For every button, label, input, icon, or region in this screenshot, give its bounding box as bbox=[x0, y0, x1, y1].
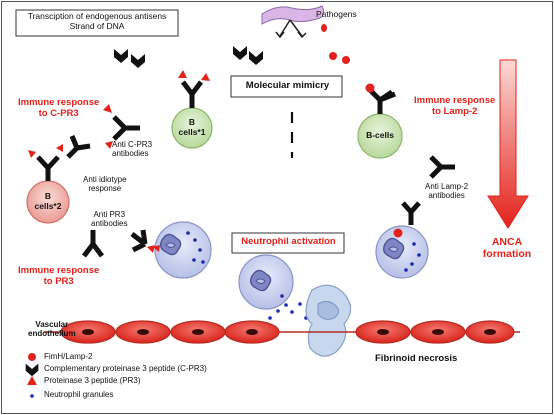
b-cell-3-label: B-cells bbox=[366, 130, 394, 140]
anti-cpr3-antibody bbox=[103, 104, 140, 149]
cpr3-chevrons-left bbox=[114, 49, 145, 68]
dna-box bbox=[15, 9, 179, 37]
neutrophil-right bbox=[375, 201, 429, 279]
pathogen-icon bbox=[261, 5, 327, 39]
b-cell-3 bbox=[357, 83, 403, 159]
immune-cpr3-label: Immune response to C-PR3 bbox=[18, 97, 100, 120]
b-cell-2-line2: cells*2 bbox=[34, 200, 62, 211]
b-cell-1-label: B cells*1 bbox=[172, 117, 212, 138]
dna-box-text: Transciption of endogenous antisens Stra… bbox=[19, 11, 175, 32]
anti-cpr3-line2: antibodies bbox=[112, 149, 149, 159]
neutrophil-activation-box bbox=[231, 232, 345, 254]
immune-pr3-line1: Immune response bbox=[18, 265, 100, 276]
neutrophil-activated bbox=[238, 254, 308, 320]
anca-arrow bbox=[487, 59, 529, 229]
anti-idiotype-line1: Anti idiotype bbox=[83, 175, 127, 184]
b-cell-2-line1: B bbox=[44, 191, 52, 201]
legend-item-fimh: FimH/Lamp-2 bbox=[44, 352, 93, 361]
fibrinoid-cell bbox=[305, 284, 352, 357]
anti-lamp2-line2: antibodies bbox=[428, 191, 465, 201]
anti-cpr3-line1: Anti C-PR3 bbox=[112, 140, 153, 149]
immune-cpr3-line1: Immune response bbox=[18, 97, 100, 108]
b-cell-2 bbox=[26, 135, 91, 224]
pathogens-label: Pathogens bbox=[316, 9, 357, 19]
vascular-label: Vascular endothelium bbox=[28, 320, 76, 338]
red-dot-icon bbox=[28, 353, 36, 361]
vascular-line1: Vascular bbox=[35, 320, 69, 329]
red-triangle-icon bbox=[27, 376, 37, 385]
immune-pr3-line2: to PR3 bbox=[43, 275, 74, 287]
anti-cpr3-label: Anti C-PR3 antibodies bbox=[112, 140, 152, 158]
anti-pr3-antibodies bbox=[84, 230, 155, 256]
anti-pr3-line2: antibodies bbox=[91, 219, 128, 229]
anca-label: ANCA formation bbox=[473, 236, 541, 260]
anca-line1: ANCA bbox=[491, 236, 523, 248]
fibrinoid-label: Fibrinoid necrosis bbox=[375, 353, 458, 364]
anti-pr3-label: Anti PR3 antibodies bbox=[91, 210, 127, 228]
molecular-mimicry-box bbox=[230, 75, 343, 98]
legend-item-pr3: Proteinase 3 peptide (PR3) bbox=[44, 376, 141, 385]
immune-lamp2-line1: Immune response bbox=[414, 95, 496, 106]
b-cell-2-label: B cells*2 bbox=[28, 191, 68, 212]
cpr3-chevrons-right bbox=[233, 46, 263, 65]
vascular-endothelium bbox=[44, 320, 520, 344]
legend-item-cpr3: Complementary proteinase 3 peptide (C-PR… bbox=[44, 364, 207, 373]
b-cell-1-line2: cells*1 bbox=[178, 126, 206, 137]
anti-idiotype-label: Anti idiotype response bbox=[83, 175, 127, 193]
neutrophil-left bbox=[153, 221, 212, 279]
fimh-dots bbox=[329, 52, 350, 64]
legend-icons bbox=[25, 353, 39, 398]
immune-cpr3-line2: to C-PR3 bbox=[38, 107, 79, 119]
anti-lamp2-label: Anti Lamp-2 antibodies bbox=[425, 182, 468, 200]
b-cell-1 bbox=[171, 70, 213, 149]
black-chevron-icon bbox=[25, 363, 39, 377]
b-cell-1-line1: B bbox=[188, 117, 196, 127]
blue-dot-icon bbox=[30, 394, 34, 398]
dna-box-line2: Strand of DNA bbox=[69, 20, 125, 31]
immune-lamp2-label: Immune response to Lamp-2 bbox=[414, 95, 496, 118]
anti-lamp2-antibody bbox=[429, 155, 455, 179]
immune-pr3-label: Immune response to PR3 bbox=[18, 265, 100, 288]
immune-lamp2-line2: to Lamp-2 bbox=[431, 105, 478, 117]
anti-lamp2-line1: Anti Lamp-2 bbox=[425, 182, 469, 191]
molecular-mimicry-label: Molecular mimicry bbox=[245, 80, 330, 91]
dna-box-line1: Transciption of endogenous antisens bbox=[27, 11, 167, 21]
anca-line2: formation bbox=[482, 248, 532, 261]
vascular-line2: endothelium bbox=[28, 329, 76, 339]
anti-idiotype-line2: response bbox=[88, 184, 122, 194]
legend-item-granules: Neutrophil granules bbox=[44, 390, 114, 399]
anti-pr3-line1: Anti PR3 bbox=[93, 210, 126, 219]
neutrophil-activation-label: Neutrophil activation bbox=[241, 236, 336, 247]
